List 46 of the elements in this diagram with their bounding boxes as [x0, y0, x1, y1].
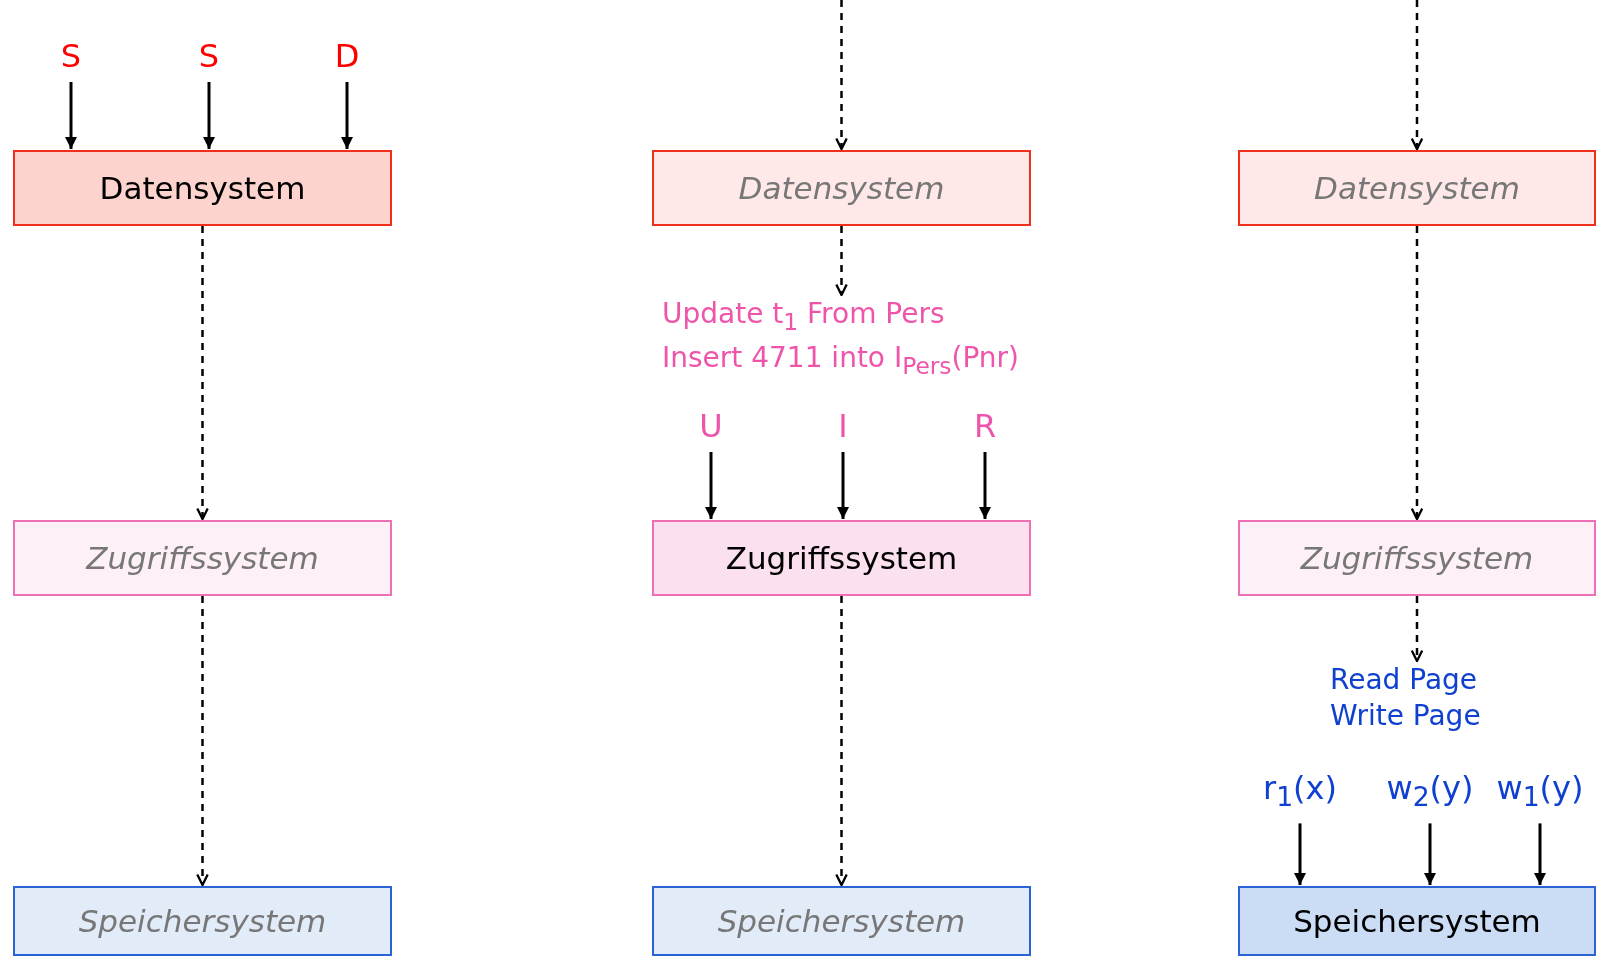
arrow: [1410, 0, 1424, 151]
box-label: Zugriffssystem: [1300, 540, 1534, 576]
arrow: [835, 226, 848, 297]
operation-symbol: R: [960, 408, 1010, 444]
arrow: [1410, 226, 1424, 521]
arrow: [65, 82, 77, 149]
arrow: [1534, 823, 1546, 885]
operation-symbol: I: [818, 408, 868, 444]
system-box: [13, 520, 392, 596]
operation-symbol: U: [686, 408, 736, 444]
arrow: [837, 452, 849, 519]
box-label: Datensystem: [738, 170, 945, 206]
operation-symbol: S: [184, 38, 234, 74]
box-label: Datensystem: [1314, 170, 1520, 206]
system-box: [1238, 886, 1596, 956]
arrow: [1294, 823, 1306, 885]
system-box: [13, 150, 392, 226]
arrow: [196, 596, 209, 887]
operation-symbol: S: [46, 38, 96, 74]
arrow: [979, 452, 991, 519]
operation-label: Update t$_{1}$ From Pers Insert 4711 into I$_{Pers}$(Pnr): [662, 296, 1032, 384]
system-box: [1238, 150, 1596, 226]
operation-symbol: w$_{1}$(y): [1490, 770, 1590, 816]
system-box: [13, 886, 392, 956]
arrow: [341, 82, 353, 149]
system-box: [1238, 520, 1596, 596]
operation-symbol: D: [322, 38, 372, 74]
box-label: Speichersystem: [717, 903, 966, 939]
box-label: Zugriffssystem: [86, 540, 319, 576]
operation-symbol: w$_{2}$(y): [1380, 770, 1480, 816]
arrow: [1424, 823, 1436, 885]
operation-symbol: r$_{1}$(x): [1250, 770, 1350, 816]
arrow: [196, 226, 209, 521]
system-box: [652, 520, 1031, 596]
operation-label: Read Page Write Page: [1330, 662, 1500, 734]
box-label: Datensystem: [99, 170, 306, 206]
system-box: [652, 150, 1031, 226]
box-label: Speichersystem: [1293, 903, 1541, 939]
box-label: Zugriffssystem: [725, 540, 958, 576]
arrow: [705, 452, 717, 519]
box-label: Speichersystem: [78, 903, 327, 939]
arrow: [835, 596, 848, 887]
arrow: [203, 82, 215, 149]
system-box: [652, 886, 1031, 956]
arrow: [835, 0, 848, 151]
arrow: [1410, 596, 1424, 663]
